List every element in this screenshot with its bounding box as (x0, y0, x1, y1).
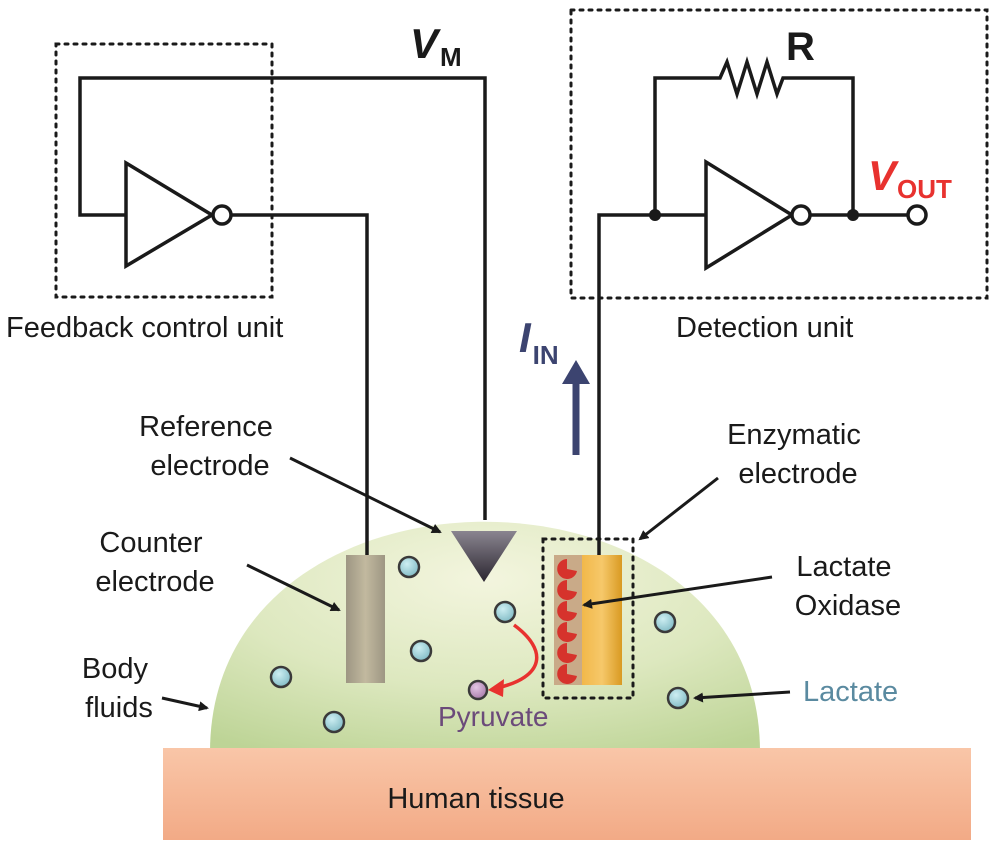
reference-electrode-label: Reference electrode (139, 411, 281, 482)
counter-electrode-label: Counter electrode (95, 527, 214, 598)
current-arrow-head (562, 360, 590, 384)
lactate-oxidase-label: Lactate Oxidase (795, 551, 901, 622)
lactate-oxidase-pointer (582, 575, 773, 609)
conversion-arrow (496, 623, 539, 690)
body-fluids-label: Body fluids (82, 653, 156, 724)
output-junction-dot (847, 209, 859, 221)
counter-electrode (346, 555, 385, 683)
vout-label: VOUT (868, 152, 952, 204)
detection-unit-label: Detection unit (676, 312, 853, 344)
detection-amplifier-triangle (704, 158, 796, 272)
iin-label: IIN (519, 314, 559, 370)
counter-electrode-wire (231, 213, 369, 555)
reference-electrode (451, 531, 517, 582)
feedback-control-unit-label: Feedback control unit (6, 312, 283, 344)
pyruvate-label: Pyruvate (438, 701, 549, 732)
lactate-pointer (693, 690, 791, 703)
body-fluids-pointer (161, 696, 209, 712)
human-tissue-label: Human tissue (387, 783, 564, 815)
feedback-control-unit-box (54, 42, 274, 299)
resistor-label: R (786, 25, 815, 69)
feedback-amplifier-triangle (124, 159, 216, 270)
feedback-amplifier-output-node (211, 204, 233, 226)
detection-input-wire (597, 213, 706, 555)
feedback-loop-wire (78, 76, 487, 520)
enzymatic-electrode-box (541, 537, 635, 700)
enzymatic-electrode-body (582, 555, 622, 685)
human-tissue-block (163, 748, 971, 840)
vm-label: VM (410, 20, 462, 72)
vout-terminal (906, 204, 928, 226)
lactate-label: Lactate (803, 676, 898, 708)
lactate-molecules (269, 555, 690, 734)
detection-unit-box (569, 8, 989, 300)
detection-amplifier-output-node (790, 204, 812, 226)
counter-electrode-pointer (246, 563, 341, 612)
lactate-oxidase-enzymes (557, 559, 577, 684)
resistor-feedback-wire (653, 56, 855, 215)
enzymatic-electrode-pointer (638, 476, 719, 541)
enzymatic-electrode-label: Enzymatic electrode (727, 419, 869, 490)
reference-electrode-pointer (289, 456, 442, 534)
pyruvate-molecule (467, 679, 489, 701)
input-junction-dot (649, 209, 661, 221)
conversion-arrow-head (488, 679, 504, 697)
